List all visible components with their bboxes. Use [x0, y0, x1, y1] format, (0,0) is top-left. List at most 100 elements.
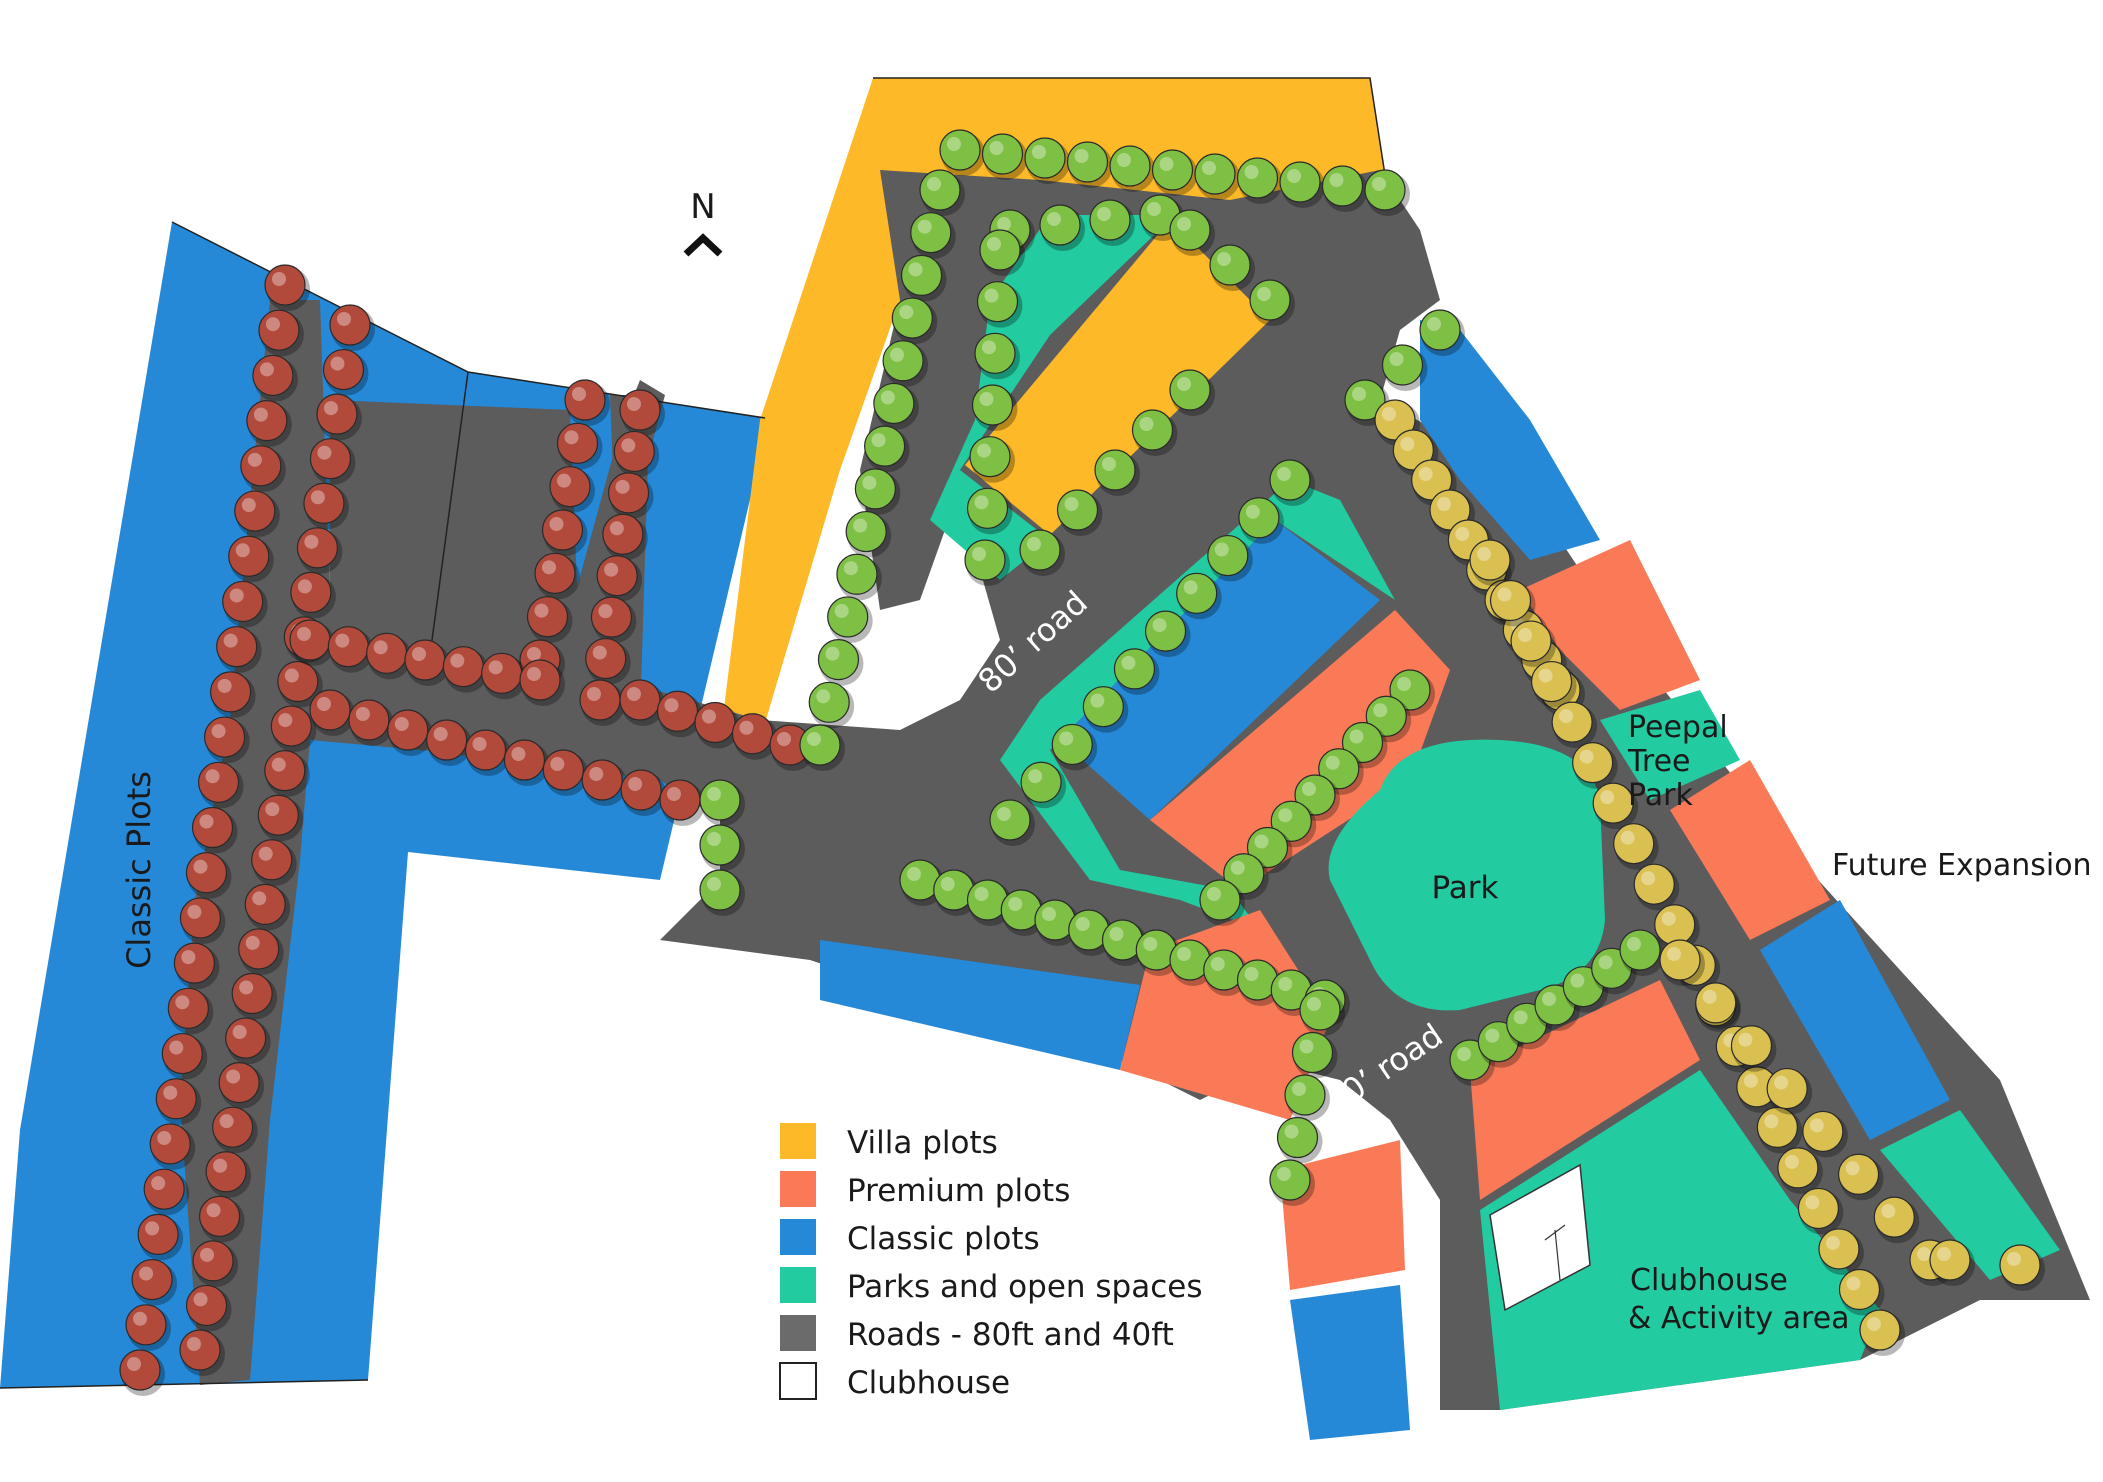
tree-icon: [1381, 344, 1428, 391]
tree-icon: [699, 824, 745, 871]
premium-plots-central[interactable]: [1150, 610, 1450, 890]
tree-icon: [155, 1078, 202, 1125]
peepal-tree-park-area[interactable]: [1600, 690, 1740, 800]
tree-icon: [1299, 989, 1345, 1036]
legend-label-classic: Classic plots: [847, 1221, 1040, 1257]
tree-icon: [549, 466, 595, 513]
tree-icon: [1109, 145, 1155, 192]
tree-icon: [1203, 949, 1249, 996]
tree-icon: [1489, 579, 1536, 627]
legend-swatch-villa: [780, 1123, 816, 1159]
tree-icon: [581, 759, 628, 806]
tree-icon: [1144, 610, 1191, 658]
tree-icon: [329, 304, 375, 351]
tree-icon: [1207, 534, 1253, 582]
tree-icon: [277, 660, 323, 708]
tree-icon: [234, 490, 280, 538]
tree-icon: [1236, 157, 1283, 204]
tree-icon: [1838, 1268, 1885, 1316]
tree-icon: [556, 422, 603, 470]
clubhouse-label-1: Clubhouse: [1630, 1263, 1788, 1298]
central-park[interactable]: [1328, 739, 1605, 1011]
tree-icon: [252, 354, 298, 402]
tree-icon: [442, 646, 489, 693]
peepal-label-3: Park: [1628, 778, 1693, 813]
tree-icon: [258, 309, 304, 357]
tree-icon: [131, 1258, 178, 1306]
tree-icon: [1619, 929, 1665, 976]
tree-icon: [659, 779, 705, 826]
tree-icon: [526, 596, 573, 643]
tree-icon: [481, 652, 527, 700]
tree-icon: [1572, 742, 1618, 789]
tree-icon: [1613, 823, 1659, 870]
tree-icon: [270, 705, 317, 753]
tree-icon: [976, 281, 1023, 328]
tree-icon: [238, 928, 284, 975]
tree-icon: [218, 1062, 265, 1109]
tree-icon: [1374, 399, 1420, 446]
tree-icon: [327, 626, 374, 673]
tree-icon: [1592, 782, 1639, 830]
premium-plots-east-2[interactable]: [1670, 760, 1830, 940]
classic-plots-east[interactable]: [1760, 900, 1950, 1140]
tree-icon: [1766, 1067, 1813, 1115]
villa-plots-inner[interactable]: [965, 220, 1270, 535]
tree-icon: [979, 229, 1025, 276]
north-arrow-icon: [683, 233, 723, 257]
tree-icon: [1756, 1106, 1803, 1154]
tree-icon: [1654, 904, 1700, 951]
tree-icon: [240, 445, 286, 492]
tree-icon: [1777, 1147, 1823, 1194]
clubhouse-building[interactable]: [1489, 1163, 1591, 1312]
premium-plots-south-2[interactable]: [1280, 1140, 1405, 1290]
tree-icon: [1169, 209, 1215, 256]
north-compass: N: [683, 187, 723, 257]
tree-icon: [1194, 153, 1240, 200]
tree-icon: [966, 487, 1013, 535]
tree-icon: [316, 393, 362, 441]
tree-icon: [971, 384, 1018, 431]
tree-icon: [854, 468, 901, 515]
tree-icon: [969, 436, 1015, 483]
tree-icon: [503, 739, 550, 786]
tree-icon: [149, 1123, 196, 1170]
classic-plots-south-2[interactable]: [1290, 1285, 1410, 1440]
tree-icon: [228, 535, 274, 583]
legend-item-classic: Classic plots: [780, 1219, 1040, 1257]
tree-icon: [541, 509, 588, 556]
tree-icon: [1284, 1074, 1330, 1121]
classic-plots-northeast[interactable]: [1420, 320, 1600, 560]
park-label: Park: [1432, 870, 1499, 906]
tree-icon: [119, 1349, 165, 1396]
tree-icon: [564, 379, 610, 426]
tree-icon: [607, 472, 654, 519]
clubhouse-activity-area[interactable]: [1480, 1070, 1880, 1410]
tree-icon: [161, 1032, 208, 1080]
tree-icon: [212, 1106, 258, 1154]
future-expansion-label: Future Expansion: [1832, 848, 2092, 883]
tree-icon: [296, 527, 343, 574]
tree-icon: [1659, 939, 1705, 986]
tree-icon: [1209, 244, 1255, 291]
tree-icon: [387, 709, 433, 756]
tree-icon: [1113, 648, 1160, 695]
legend-label-clubhouse: Clubhouse: [847, 1365, 1010, 1401]
tree-icon: [1135, 929, 1182, 976]
tree-icon: [1469, 539, 1515, 586]
tree-icon: [322, 348, 369, 396]
premium-plots-east-1[interactable]: [1520, 540, 1700, 710]
tree-icon: [1238, 497, 1284, 544]
tree-icon: [198, 1195, 245, 1243]
legend-item-premium: Premium plots: [780, 1171, 1070, 1209]
tree-icon: [1321, 165, 1368, 212]
classic-plots-south[interactable]: [820, 940, 1140, 1070]
tree-icon: [192, 1240, 239, 1287]
legend-label-premium: Premium plots: [847, 1173, 1070, 1209]
premium-plots-southeast[interactable]: [1470, 980, 1700, 1200]
tree-icon: [919, 169, 965, 216]
classic-plots-label: Classic Plots: [120, 771, 158, 969]
tree-icon: [264, 264, 310, 311]
classic-plots-central[interactable]: [1060, 520, 1380, 820]
